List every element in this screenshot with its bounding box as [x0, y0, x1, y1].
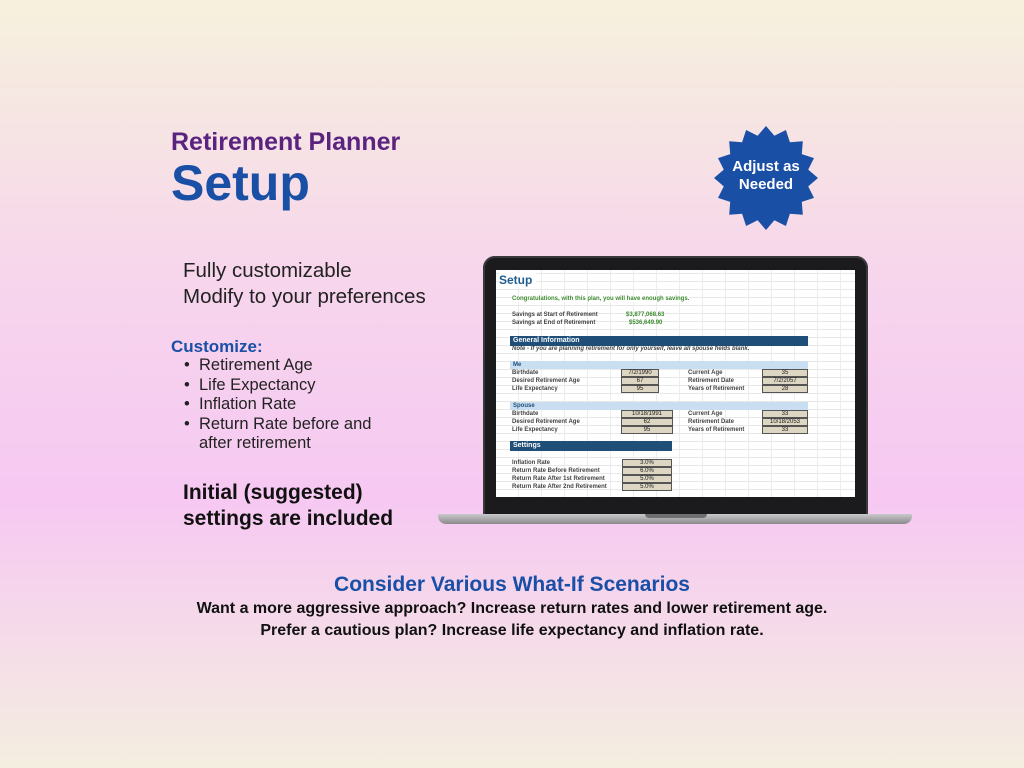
- setting-value-cell[interactable]: 5.0%: [622, 483, 672, 491]
- scenarios-line-1: Want a more aggressive approach? Increas…: [196, 600, 828, 617]
- me-life-exp-label: Life Expectancy: [512, 386, 558, 392]
- intro-text: Fully customizable Modify to your prefer…: [183, 258, 426, 310]
- spouse-note: Note - If you are planning retirement fo…: [512, 346, 750, 352]
- savings-end-label: Savings at End of Retirement: [512, 320, 596, 326]
- laptop-notch: [645, 514, 707, 518]
- intro-line-1: Fully customizable: [183, 259, 352, 282]
- spouse-current-age-label: Current Age: [688, 411, 723, 417]
- badge-label: Adjust as Needed: [732, 158, 800, 193]
- spouse-years-label: Years of Retirement: [688, 427, 745, 433]
- customize-heading: Customize:: [171, 337, 263, 356]
- spouse-ret-date-label: Retirement Date: [688, 419, 735, 425]
- sheet-congrats: Congratulations, with this plan, you wil…: [512, 296, 690, 302]
- me-birthdate-label: Birthdate: [512, 370, 539, 376]
- me-ret-date-cell: 7/2/2057: [762, 377, 808, 385]
- spouse-years-cell: 33: [762, 426, 808, 434]
- spouse-birthdate-cell[interactable]: 10/18/1991: [621, 410, 673, 418]
- setting-label: Return Rate Before Retirement: [512, 468, 600, 474]
- starburst-icon: [714, 126, 818, 230]
- scenarios-line-2: Prefer a cautious plan? Increase life ex…: [260, 622, 764, 639]
- savings-start-label: Savings at Start of Retirement: [512, 312, 598, 318]
- me-current-age-label: Current Age: [688, 370, 723, 376]
- spouse-life-exp-label: Life Expectancy: [512, 427, 558, 433]
- page-title: Setup: [171, 155, 310, 211]
- list-item: •Return Rate before and after retirement: [184, 414, 372, 453]
- me-section-header: Me: [510, 361, 808, 369]
- bullet-icon: •: [184, 414, 190, 433]
- spouse-desired-age-cell[interactable]: 62: [621, 418, 673, 426]
- product-subtitle: Retirement Planner: [171, 128, 401, 156]
- me-life-exp-cell[interactable]: 95: [621, 385, 659, 393]
- setting-label: Inflation Rate: [512, 460, 551, 466]
- setting-label: Return Rate After 2nd Retirement: [512, 484, 607, 490]
- me-years-cell: 28: [762, 385, 808, 393]
- spouse-current-age-cell: 33: [762, 410, 808, 418]
- spouse-section-header: Spouse: [510, 402, 808, 410]
- spouse-desired-age-label: Desired Retirement Age: [512, 419, 580, 425]
- me-birthdate-cell[interactable]: 7/2/1990: [621, 369, 659, 377]
- spouse-life-exp-cell[interactable]: 95: [621, 426, 673, 434]
- me-desired-age-label: Desired Retirement Age: [512, 378, 580, 384]
- list-item: •Life Expectancy: [184, 375, 316, 394]
- me-ret-date-label: Retirement Date: [688, 378, 735, 384]
- bullet-icon: •: [184, 375, 190, 394]
- spouse-ret-date-cell: 10/18/2053: [762, 418, 808, 426]
- spreadsheet-preview: Setup Congratulations, with this plan, y…: [496, 270, 855, 497]
- me-current-age-cell: 35: [762, 369, 808, 377]
- list-item: •Inflation Rate: [184, 395, 297, 413]
- intro-line-2: Modify to your preferences: [183, 285, 426, 308]
- initial-settings-note: Initial (suggested) settings are include…: [183, 481, 394, 530]
- spouse-birthdate-label: Birthdate: [512, 411, 539, 417]
- customize-list: •Retirement Age •Life Expectancy •Inflat…: [184, 356, 399, 454]
- settings-header: Settings: [510, 441, 672, 451]
- bullet-icon: •: [184, 356, 190, 374]
- list-item: •Retirement Age: [184, 356, 313, 374]
- setting-label: Return Rate After 1st Retirement: [512, 476, 605, 482]
- sheet-title: Setup: [499, 273, 537, 287]
- setting-value-cell[interactable]: 6.0%: [622, 467, 672, 475]
- setting-value-cell[interactable]: 3.0%: [622, 459, 672, 467]
- scenarios-title: Consider Various What-If Scenarios: [334, 573, 690, 596]
- setting-value-cell[interactable]: 5.0%: [622, 475, 672, 483]
- laptop-base: [438, 514, 912, 524]
- savings-end-value: $536,649.90: [629, 320, 663, 326]
- me-years-label: Years of Retirement: [688, 386, 745, 392]
- me-desired-age-cell[interactable]: 67: [621, 377, 659, 385]
- general-info-header: General Information: [510, 336, 808, 346]
- bullet-icon: •: [184, 395, 190, 413]
- adjust-badge: Adjust as Needed: [712, 124, 820, 232]
- savings-start-value: $3,877,068.63: [626, 312, 665, 318]
